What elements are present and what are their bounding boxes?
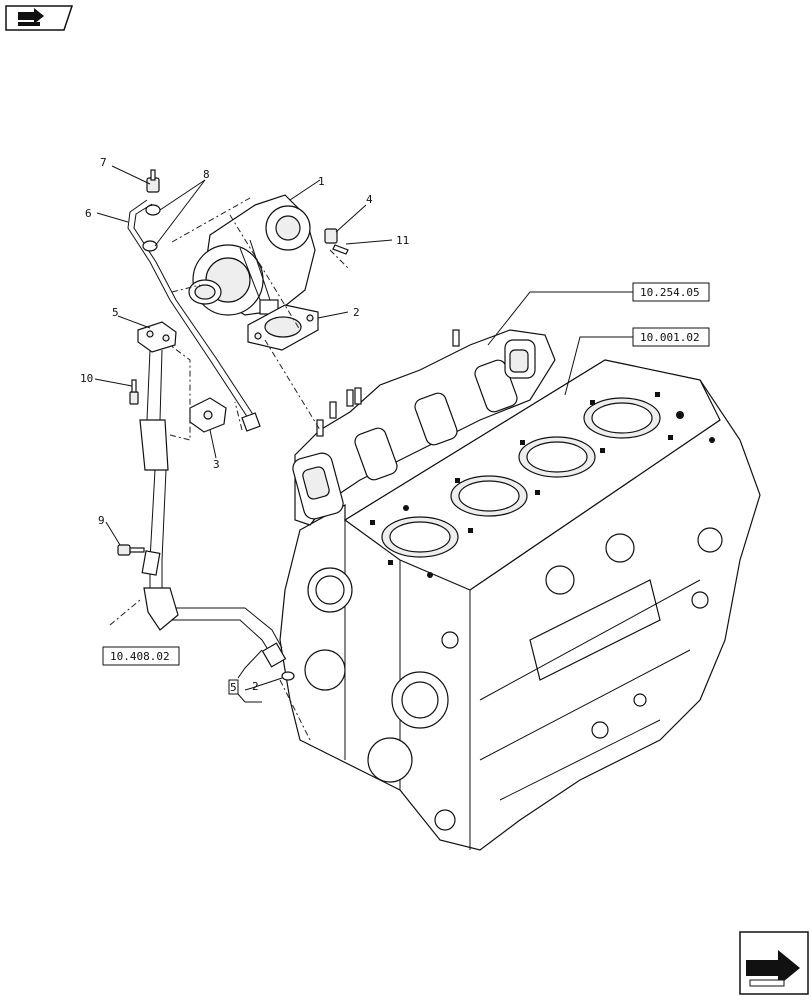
- callout-9: 9: [98, 514, 105, 527]
- oil-feed-pipe: [127, 199, 261, 432]
- callout-11: 11: [396, 234, 409, 247]
- reference-engine-block[interactable]: 10.001.02: [632, 327, 710, 347]
- banjo-bolt: [146, 169, 160, 193]
- callout-8: 8: [203, 168, 210, 181]
- callout-2-return: 2: [252, 680, 259, 693]
- oil-return-pipe: [137, 321, 295, 681]
- reference-engine-block-text[interactable]: 10.001.02: [640, 331, 700, 344]
- reference-manifold[interactable]: 10.254.05: [632, 282, 710, 302]
- turbo-flange-gasket: [247, 304, 319, 351]
- engine-block: [279, 359, 761, 851]
- callout-2: 2: [353, 306, 360, 319]
- callout-4: 4: [366, 193, 373, 206]
- callout-3: 3: [213, 458, 220, 471]
- bracket-bolt: [117, 544, 161, 576]
- callout-10: 10: [80, 372, 93, 385]
- return-pipe-gasket: [189, 397, 227, 433]
- callout-6: 6: [85, 207, 92, 220]
- nut: [324, 228, 338, 244]
- leader-lines: [94, 165, 633, 703]
- sub-assembly-marker: 5: [228, 679, 239, 695]
- reference-oil-return[interactable]: 10.408.02: [102, 646, 180, 666]
- assembly-lines: [109, 197, 351, 741]
- callout-5: 5: [112, 306, 119, 319]
- reference-manifold-text[interactable]: 10.254.05: [640, 286, 700, 299]
- callout-7: 7: [100, 156, 107, 169]
- sealing-washers: [142, 204, 161, 252]
- reference-oil-return-text[interactable]: 10.408.02: [110, 650, 170, 663]
- stud: [332, 244, 349, 255]
- next-page-arrow-icon[interactable]: [738, 930, 810, 996]
- exhaust-manifold: [292, 329, 556, 526]
- flange-bolt: [129, 379, 139, 405]
- sub-assembly-marker-text: 5: [230, 681, 237, 694]
- book-arrow-icon[interactable]: [4, 4, 74, 32]
- callout-1: 1: [318, 175, 325, 188]
- callout-labels: 1 2 3 4 5 6 7 8 9 10 11 2: [80, 156, 409, 693]
- turbocharger: [188, 194, 316, 316]
